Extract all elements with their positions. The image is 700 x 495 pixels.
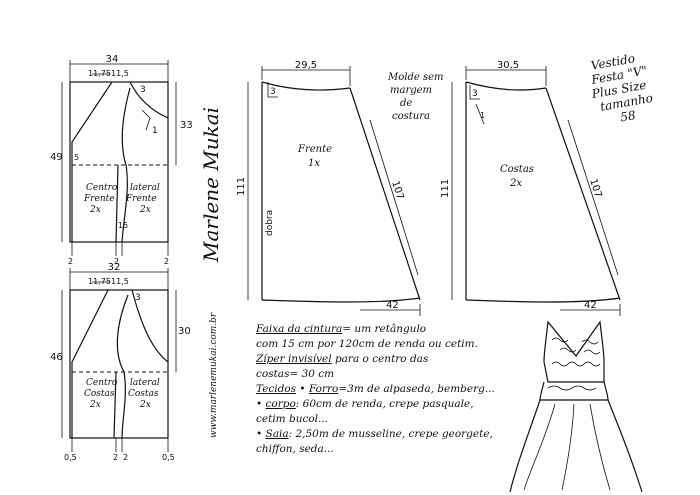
- back-bottom-mark: 2: [123, 453, 128, 462]
- front-neck-a: 11,75: [88, 69, 111, 78]
- belt-text: = um retângulo: [342, 323, 427, 335]
- pattern-title: Vestido Festa "V" Plus Size tamanho 58: [589, 51, 654, 125]
- front-bottom-mark: 15: [118, 221, 128, 230]
- skirt-back-hem-width: 42: [584, 300, 597, 311]
- belt-line: Faixa da cintura= um retângulo: [256, 322, 526, 337]
- skirt-front-height: 111: [236, 177, 247, 196]
- fabrics-line: Tecidos • Forro=3m de alpaseda, bemberg.…: [256, 383, 495, 395]
- lining-text: =3m de alpaseda, bemberg...: [338, 383, 495, 395]
- back-bottom-mark: 0,5: [162, 453, 175, 462]
- front-bodice-pattern: [61, 60, 177, 256]
- back-bottom-mark: 0,5: [64, 453, 77, 462]
- back-height-left: 46: [50, 352, 63, 363]
- body-text: : 60cm de renda, crepe pasquale,: [295, 398, 474, 410]
- skirt-back-side-length: 107: [587, 178, 603, 200]
- back-bodice-pattern: [61, 268, 177, 452]
- back-height-right: 30: [178, 326, 191, 337]
- skirt-label: Saia: [265, 428, 289, 440]
- skirt-back-mark-3: 3: [472, 89, 478, 99]
- front-bottom-mark: 2: [164, 257, 169, 266]
- zip-line-2: costas= 30 cm: [256, 368, 335, 380]
- skirt-front-mark-3: 3: [270, 87, 276, 97]
- skirt-front-fold: dobra: [265, 210, 275, 236]
- back-neck-b: 11,5: [111, 277, 129, 286]
- front-mark-5: 5: [74, 153, 79, 162]
- skirt-text: : 2,50m de musseline, crepe georgete,: [288, 428, 493, 440]
- skirt-back-pattern: [451, 66, 621, 316]
- front-height-right: 33: [180, 120, 193, 131]
- skirt-line: • Saia: 2,50m de musseline, crepe george…: [256, 428, 493, 440]
- belt-label: Faixa da cintura: [256, 323, 343, 335]
- front-mark-3: 3: [140, 85, 146, 95]
- skirt-front-hem-width: 42: [386, 300, 399, 311]
- back-top-width: 32: [108, 262, 121, 273]
- zip-text: para o centro das: [334, 353, 429, 365]
- front-bottom-mark: 2: [114, 257, 119, 266]
- dress-illustration: [509, 320, 643, 493]
- skirt-back-top-width: 30,5: [497, 60, 519, 71]
- skirt-front-top-width: 29,5: [295, 60, 317, 71]
- front-height-left: 49: [50, 152, 63, 163]
- front-mark-1: 1: [152, 126, 158, 136]
- back-mark-3: 3: [135, 293, 141, 303]
- skirt-front-side-length: 107: [389, 180, 405, 202]
- front-bottom-mark: 2: [68, 257, 73, 266]
- signature: Marlene Mukai: [199, 107, 223, 263]
- body-label: corpo: [265, 398, 296, 410]
- body-line-2: cetim bucol...: [256, 413, 329, 425]
- belt-line-2: com 15 cm por 120cm de renda ou cetim.: [256, 338, 478, 350]
- skirt-line-2: chiffon, seda...: [256, 443, 334, 455]
- lining-label: Forro: [308, 383, 339, 395]
- mold-note: Molde sem margem de costura: [387, 72, 447, 122]
- skirt-front-pattern: [247, 66, 421, 316]
- front-neck-b: 11,5: [111, 69, 129, 78]
- zip-line: Zíper invisível para o centro das: [256, 352, 526, 367]
- back-neck-a: 11,75: [88, 277, 111, 286]
- skirt-back-height: 111: [440, 179, 451, 198]
- back-bottom-mark: 2: [113, 453, 118, 462]
- front-top-width: 34: [106, 54, 119, 65]
- instructions: Faixa da cintura= um retângulo com 15 cm…: [256, 322, 526, 457]
- svg-text:58: 58: [619, 108, 637, 125]
- fabrics-label: Tecidos: [256, 383, 297, 395]
- body-line: • corpo: 60cm de renda, crepe pasquale,: [256, 398, 474, 410]
- website: www.marlenemukai.com.br: [209, 312, 219, 438]
- skirt-back-mark-1: 1: [480, 111, 485, 120]
- zip-label: Zíper invisível: [256, 353, 332, 365]
